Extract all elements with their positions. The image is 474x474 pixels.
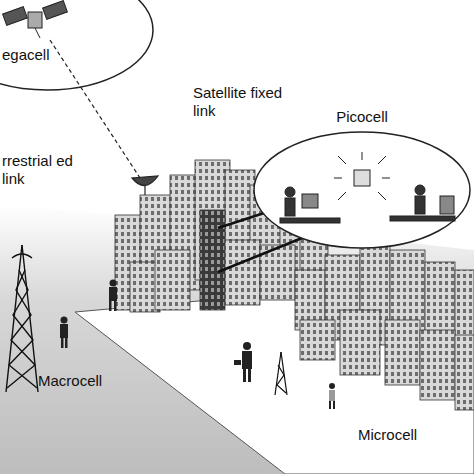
link-label: Satellite fixed link <box>193 84 283 120</box>
cell-region: egacell <box>0 0 155 92</box>
cell-region: Picocell <box>250 106 474 252</box>
link-label: Microcell <box>358 426 448 444</box>
link-label: Macrocell <box>38 372 128 390</box>
link-label: rrestrial ed link <box>2 152 82 188</box>
cell-outline <box>250 106 474 252</box>
cell-name: Picocell <box>336 108 388 126</box>
cell-name: egacell <box>2 46 50 64</box>
